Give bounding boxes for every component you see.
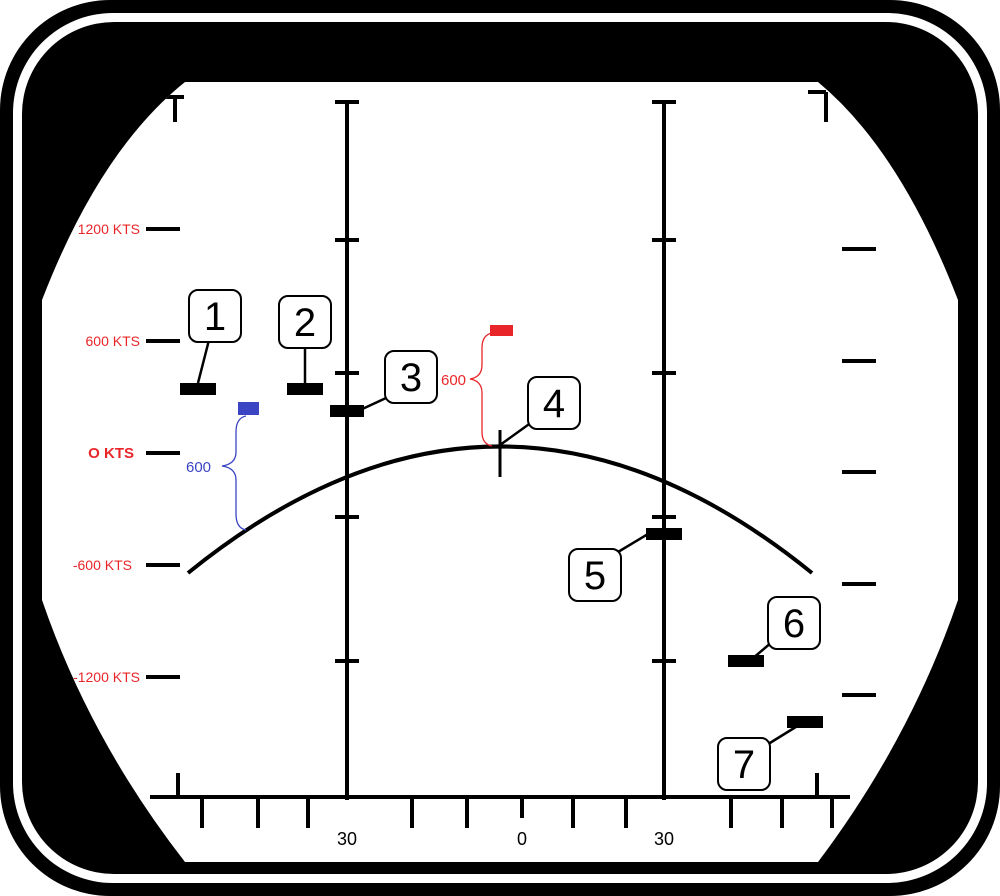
- target-blips: [180, 383, 823, 728]
- blip-7: [787, 716, 823, 728]
- callout-box-1: [188, 289, 242, 343]
- flight-path-marker: [472, 430, 528, 477]
- callout-label-3: 3: [400, 356, 422, 400]
- red-marker: [490, 325, 513, 336]
- blip-6: [728, 655, 764, 667]
- callout-box-7: [717, 737, 771, 791]
- speed-label-600: 600 KTS: [86, 333, 140, 349]
- speed-label-zero: O KTS: [88, 445, 134, 462]
- bottom-scale: [150, 773, 850, 828]
- callout-label-5: 5: [584, 554, 606, 598]
- right-scale-ticks: [842, 247, 876, 697]
- callout-box-5: [568, 548, 622, 602]
- blip-3: [330, 405, 364, 417]
- speed-scale-ticks: [146, 227, 180, 679]
- callout-label-2: 2: [294, 301, 316, 345]
- callout-label-7: 7: [733, 743, 755, 787]
- speed-label-minus-1200: -1200 KTS: [73, 669, 140, 685]
- blue-marker: [238, 402, 259, 415]
- speed-label-minus-600: -600 KTS: [73, 557, 132, 573]
- blip-2: [287, 383, 323, 395]
- red-brace: [469, 332, 493, 447]
- red-offset-label: 600: [441, 372, 466, 389]
- blip-1: [180, 383, 216, 395]
- callout-box-6: [767, 596, 821, 650]
- blue-offset-label: 600: [186, 459, 211, 476]
- bottom-scale-center-label: 0: [517, 829, 527, 849]
- corner-marks: [166, 90, 828, 122]
- blip-5: [646, 528, 682, 540]
- speed-label-1200: 1200 KTS: [78, 221, 140, 237]
- callout-box-2: [278, 295, 332, 349]
- callout-label-4: 4: [543, 382, 565, 426]
- callout-leaders: [196, 339, 800, 748]
- blue-brace: [221, 415, 247, 531]
- callout-box-4: [527, 376, 581, 430]
- vertical-guides: [335, 100, 676, 800]
- bottom-scale-left-label: 30: [337, 829, 357, 849]
- callout-box-3: [384, 350, 438, 404]
- callout-label-6: 6: [783, 602, 805, 646]
- callout-label-1: 1: [204, 295, 226, 339]
- callout-boxes: [188, 289, 821, 791]
- bottom-scale-right-label: 30: [654, 829, 674, 849]
